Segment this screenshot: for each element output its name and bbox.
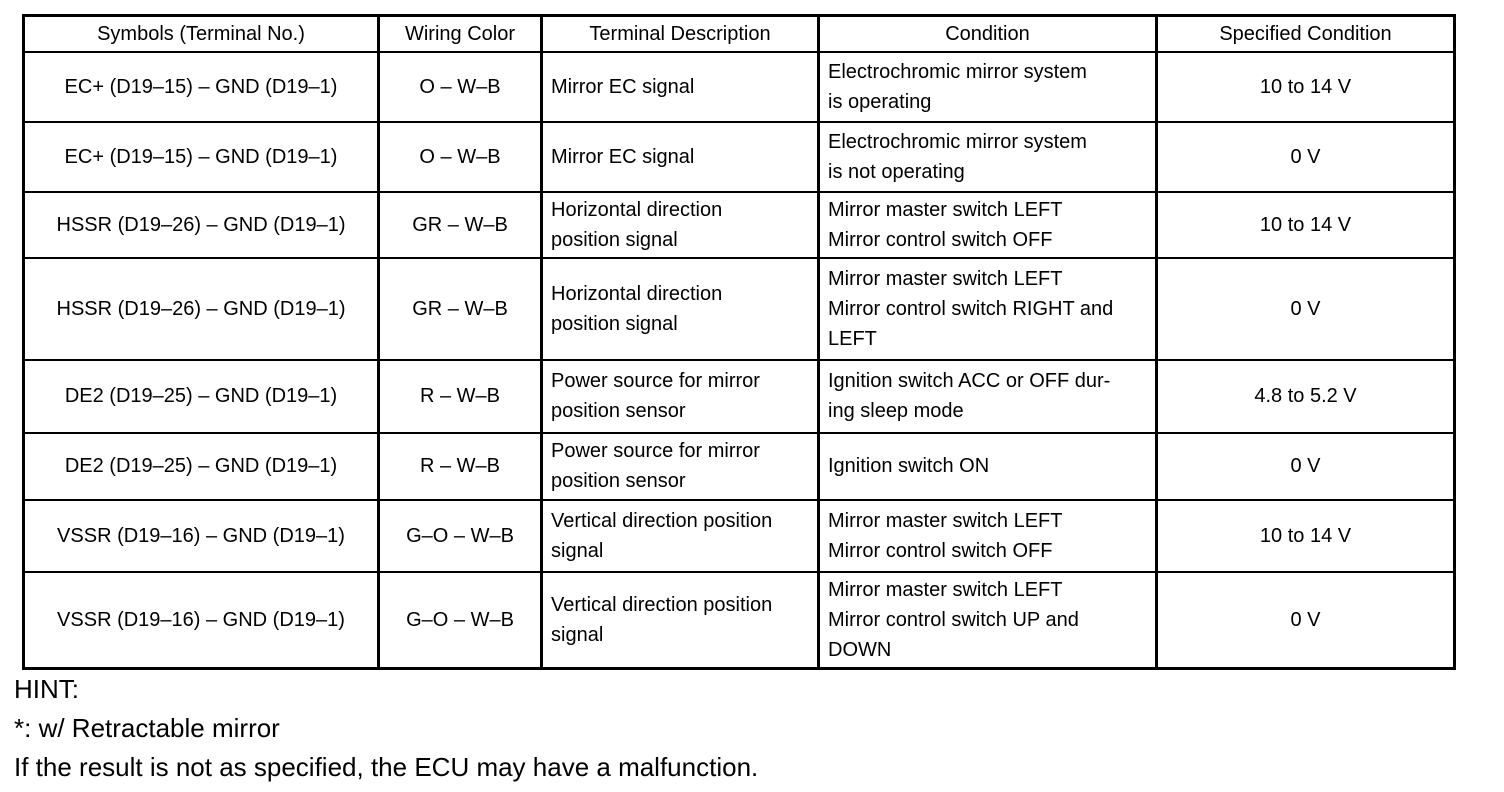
condition-cell: Mirror master switch LEFT Mirror control… — [817, 190, 1158, 259]
condition-cell: Ignition switch ACC or OFF dur- ing slee… — [817, 358, 1158, 434]
specified-condition-cell: 4.8 to 5.2 V — [1155, 358, 1456, 434]
symbols-cell: HSSR (D19–26) – GND (D19–1) — [22, 256, 380, 361]
terminal-description-cell: Horizontal direction position signal — [540, 190, 820, 259]
header-row: Symbols (Terminal No.) Wiring Color Term… — [22, 14, 1456, 53]
specified-condition-cell: 10 to 14 V — [1155, 190, 1456, 259]
terminal-description-cell: Power source for mirror position sensor — [540, 358, 820, 434]
wiring-color-cell: O – W–B — [377, 50, 543, 123]
wiring-color-cell: GR – W–B — [377, 256, 543, 361]
symbols-cell: HSSR (D19–26) – GND (D19–1) — [22, 190, 380, 259]
symbols-cell: VSSR (D19–16) – GND (D19–1) — [22, 498, 380, 573]
terminal-spec-table: Symbols (Terminal No.) Wiring Color Term… — [22, 14, 1456, 670]
terminal-description-cell: Vertical direction position signal — [540, 570, 820, 669]
condition-cell: Electrochromic mirror system is operatin… — [817, 50, 1158, 123]
condition-cell: Mirror master switch LEFT Mirror control… — [817, 256, 1158, 361]
asterisk-note: *: w/ Retractable mirror — [14, 713, 280, 743]
symbols-cell: EC+ (D19–15) – GND (D19–1) — [22, 120, 380, 193]
symbols-cell: VSSR (D19–16) – GND (D19–1) — [22, 570, 380, 669]
condition-cell: Electrochromic mirror system is not oper… — [817, 120, 1158, 193]
specified-condition-cell: 0 V — [1155, 256, 1456, 361]
wiring-color-cell: R – W–B — [377, 431, 543, 501]
symbols-cell: EC+ (D19–15) – GND (D19–1) — [22, 50, 380, 123]
specified-condition-cell: 10 to 14 V — [1155, 498, 1456, 573]
column-header-wiring-color: Wiring Color — [377, 14, 543, 53]
symbols-cell: DE2 (D19–25) – GND (D19–1) — [22, 431, 380, 501]
hint-label: HINT: — [14, 674, 79, 704]
specified-condition-cell: 0 V — [1155, 570, 1456, 669]
table-row: DE2 (D19–25) – GND (D19–1) R – W–B Power… — [22, 358, 1456, 434]
condition-cell: Mirror master switch LEFT Mirror control… — [817, 570, 1158, 669]
terminal-description-cell: Vertical direction position signal — [540, 498, 820, 573]
condition-cell: Ignition switch ON — [817, 431, 1158, 501]
table-row: VSSR (D19–16) – GND (D19–1) G–O – W–B Ve… — [22, 570, 1456, 669]
terminal-description-cell: Horizontal direction position signal — [540, 256, 820, 361]
terminal-description-cell: Mirror EC signal — [540, 120, 820, 193]
column-header-symbols: Symbols (Terminal No.) — [22, 14, 380, 53]
terminal-description-cell: Power source for mirror position sensor — [540, 431, 820, 501]
table-row: EC+ (D19–15) – GND (D19–1) O – W–B Mirro… — [22, 50, 1456, 123]
wiring-color-cell: G–O – W–B — [377, 570, 543, 669]
specified-condition-cell: 0 V — [1155, 120, 1456, 193]
footer-notes: HINT: *: w/ Retractable mirror If the re… — [14, 670, 758, 787]
result-note: If the result is not as specified, the E… — [14, 752, 759, 782]
table-row: EC+ (D19–15) – GND (D19–1) O – W–B Mirro… — [22, 120, 1456, 193]
table-row: HSSR (D19–26) – GND (D19–1) GR – W–B Hor… — [22, 256, 1456, 361]
specified-condition-cell: 10 to 14 V — [1155, 50, 1456, 123]
wiring-color-cell: GR – W–B — [377, 190, 543, 259]
terminal-description-cell: Mirror EC signal — [540, 50, 820, 123]
wiring-color-cell: G–O – W–B — [377, 498, 543, 573]
column-header-specified-condition: Specified Condition — [1155, 14, 1456, 53]
specified-condition-cell: 0 V — [1155, 431, 1456, 501]
table-row: VSSR (D19–16) – GND (D19–1) G–O – W–B Ve… — [22, 498, 1456, 573]
column-header-terminal-description: Terminal Description — [540, 14, 820, 53]
condition-cell: Mirror master switch LEFT Mirror control… — [817, 498, 1158, 573]
symbols-cell: DE2 (D19–25) – GND (D19–1) — [22, 358, 380, 434]
table-row: HSSR (D19–26) – GND (D19–1) GR – W–B Hor… — [22, 190, 1456, 259]
wiring-color-cell: R – W–B — [377, 358, 543, 434]
wiring-color-cell: O – W–B — [377, 120, 543, 193]
column-header-condition: Condition — [817, 14, 1158, 53]
table-row: DE2 (D19–25) – GND (D19–1) R – W–B Power… — [22, 431, 1456, 501]
